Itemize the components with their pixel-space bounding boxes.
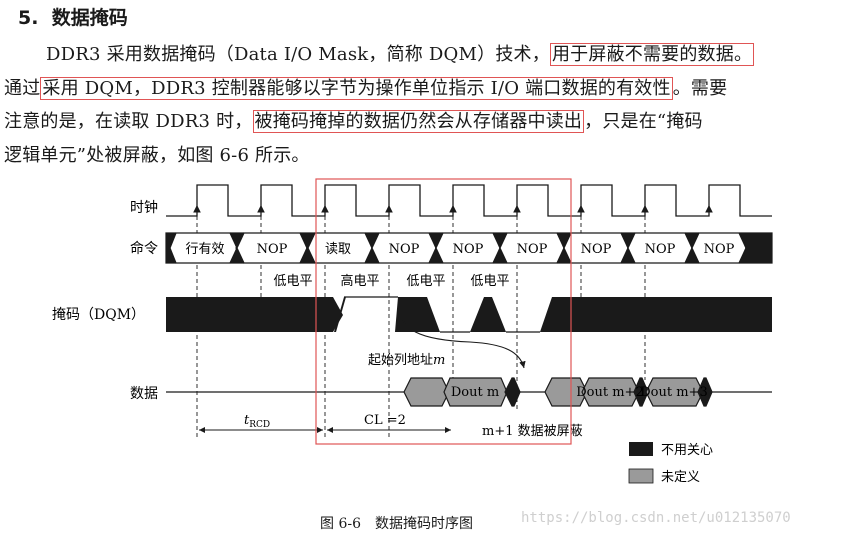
masked-note: m+1 数据被屏蔽 [482, 424, 583, 439]
legend-swatch-dont-care [629, 442, 653, 456]
text-run: 注意的是，在读取 DDR3 时， [4, 111, 253, 132]
command-cell: NOP [704, 242, 735, 257]
command-cell: NOP [389, 242, 420, 257]
command-cell: NOP [645, 242, 676, 257]
watermark: https://blog.csdn.net/u012135070 [521, 510, 791, 526]
timing-diagram: 时钟 命令 掩码（DQM） 数据 [52, 178, 773, 485]
clock-edge-arrows [193, 204, 713, 213]
paragraph-line-4: 逻辑单元”处被屏蔽，如图 6-6 所示。 [4, 145, 310, 166]
paragraph-line-1: DDR3 采用数据掩码（Data I/O Mask，简称 DQM）技术，用于屏蔽… [46, 40, 755, 66]
highlight-box-3: 被掩码掩掉的数据仍然会从存储器中读出 [252, 110, 585, 133]
text-run: ，只是在“掩码 [584, 111, 703, 132]
highlight-box-2: 采用 DQM，DDR3 控制器能够以字节为操作单位指示 I/O 端口数据的有效性 [40, 77, 673, 100]
command-label: 命令 [130, 240, 158, 257]
paragraph-line-3: 注意的是，在读取 DDR3 时，被掩码掩掉的数据仍然会从存储器中读出，只是在“掩… [4, 107, 703, 133]
legend-swatch-undefined [628, 468, 654, 484]
command-cell: 读取 [325, 242, 351, 257]
data-label: 数据 [130, 386, 158, 402]
highlight-box-1: 用于屏蔽不需要的数据。 [549, 43, 755, 66]
mask-to-data-arrow [399, 303, 526, 369]
level-labels: 低电平 高电平 低电平 低电平 [273, 273, 509, 289]
mask-waveform [166, 296, 772, 333]
data-labels: Dout m Dout m+2 Dout m+3 [451, 385, 708, 400]
text-run: 。需要 [672, 78, 728, 99]
trcd-label: tRCD [244, 413, 270, 430]
text-run: DDR3 采用数据掩码（Data I/O Mask，简称 DQM）技术， [46, 44, 550, 65]
level-label: 低电平 [470, 274, 509, 289]
section-title: 数据掩码 [51, 7, 128, 29]
legend-label: 未定义 [661, 470, 700, 485]
mask-label: 掩码（DQM） [52, 307, 145, 323]
command-labels: 行有效 NOP 读取 NOP NOP NOP NOP NOP NOP [185, 242, 734, 257]
clock-waveform [166, 184, 772, 217]
section-number: 5. [18, 7, 39, 29]
address-label: 起始列地址m [368, 353, 445, 368]
level-label: 低电平 [273, 274, 312, 289]
text-run: 通过 [4, 78, 41, 99]
data-cell: Dout m [451, 385, 499, 400]
paragraph-line-2: 通过采用 DQM，DDR3 控制器能够以字节为操作单位指示 I/O 端口数据的有… [4, 74, 727, 100]
command-cell: NOP [257, 242, 288, 257]
data-cell: Dout m+2 [576, 385, 643, 400]
command-cell: NOP [517, 242, 548, 257]
legend-label: 不用关心 [661, 443, 713, 458]
data-cell: Dout m+3 [640, 385, 707, 400]
figure-caption: 图 6-6 数据掩码时序图 [320, 516, 473, 532]
cl-label: CL =2 [364, 413, 406, 428]
command-cell: NOP [581, 242, 612, 257]
highlight-frame [315, 178, 572, 445]
level-label: 高电平 [340, 273, 379, 289]
level-label: 低电平 [406, 274, 445, 289]
command-cell: NOP [453, 242, 484, 257]
command-bus [165, 232, 773, 264]
clock-label: 时钟 [130, 199, 158, 216]
command-cell: 行有效 [185, 242, 224, 257]
data-bus [166, 377, 772, 407]
section-heading: 5. 数据掩码 [18, 3, 128, 30]
